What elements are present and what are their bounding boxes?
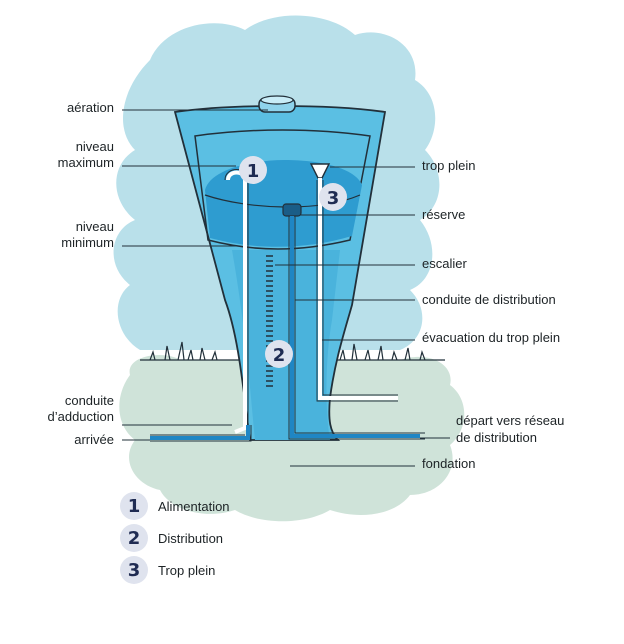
label-niveau-min-1: niveau: [75, 219, 114, 234]
distribution-pipe-edge: [288, 216, 425, 440]
overflow-pipe-edge: [316, 180, 398, 402]
label-niveau-max-1: niveau: [75, 139, 114, 154]
overflow-pipe: [318, 178, 398, 400]
distribution-pipe: [290, 216, 420, 438]
legend-item-2: 2 Distribution: [120, 523, 223, 553]
legend-item-1: 1 Alimentation: [120, 491, 230, 521]
badge-3: 3: [319, 183, 347, 211]
label-fondation: fondation: [422, 456, 476, 471]
legend-badge-3: 3: [120, 556, 148, 584]
leader-lines: [122, 109, 450, 467]
label-niveau-max-2: maximum: [57, 155, 114, 170]
inlet-pipe-edge: [150, 425, 252, 442]
label-conduite-adduction-2: d’adduction: [47, 409, 115, 424]
distribution-intake: [282, 203, 302, 217]
badge-1-text: 1: [247, 161, 260, 182]
legend-text-2: Distribution: [158, 530, 224, 546]
badge-2: 2: [265, 340, 293, 368]
label-depart-2: de distribution: [456, 430, 537, 445]
badge-2-text: 2: [273, 345, 286, 366]
badge-1: 1: [239, 156, 267, 184]
label-conduite-distribution: conduite de distribution: [422, 292, 556, 307]
label-depart-1: départ vers réseau: [456, 413, 565, 428]
label-niveau-min-2: minimum: [61, 235, 114, 250]
label-arrivee: arrivée: [74, 432, 114, 447]
aeration-cap-top: [260, 95, 294, 105]
label-aeration: aération: [67, 100, 114, 115]
label-conduite-adduction-1: conduite: [64, 393, 114, 408]
inlet-pipe: [150, 425, 250, 440]
badge-3-text: 3: [327, 188, 340, 209]
legend-badge-2: 2: [120, 524, 148, 552]
label-evacuation: évacuation du trop plein: [422, 330, 561, 345]
legend-text-1: Alimentation: [158, 498, 230, 514]
label-escalier: escalier: [422, 256, 467, 271]
staircase: [266, 255, 273, 387]
legend-item-3: 3 Trop plein: [120, 555, 215, 585]
label-reserve: réserve: [422, 207, 466, 222]
legend-text-3: Trop plein: [158, 562, 216, 578]
label-trop-plein: trop plein: [422, 158, 476, 173]
legend-badge-1: 1: [120, 492, 148, 520]
